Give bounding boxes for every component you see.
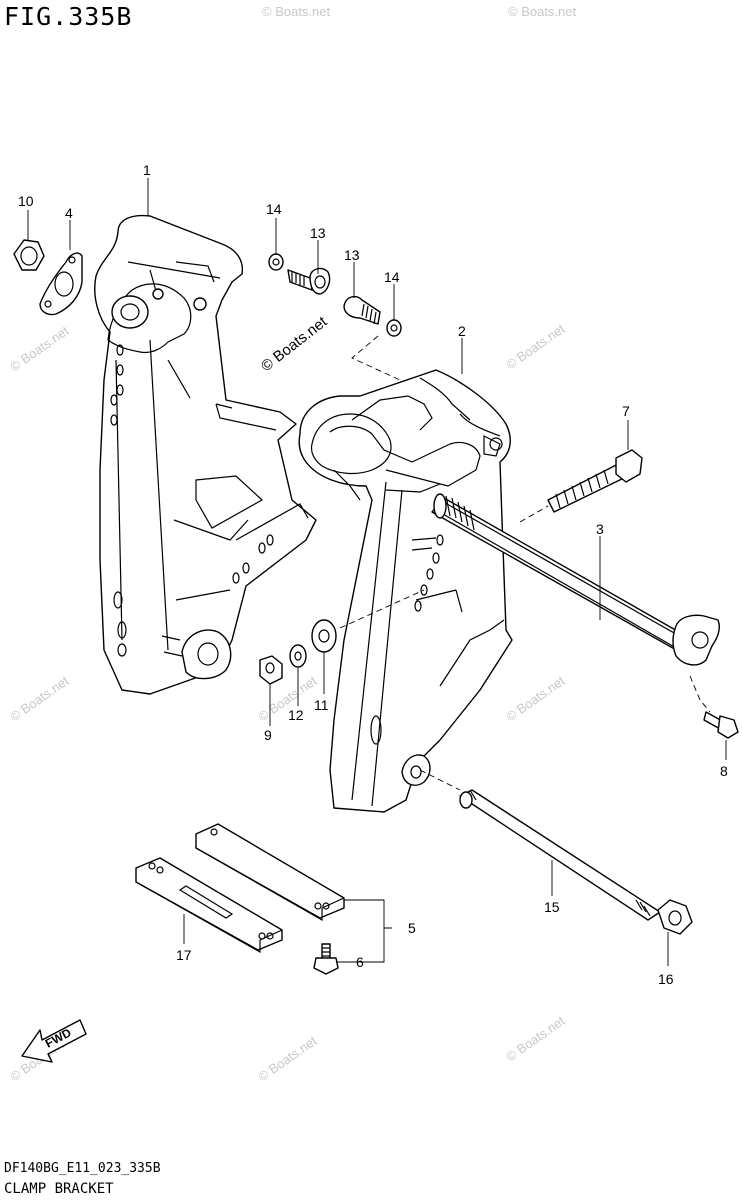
long-bolt	[547, 449, 643, 513]
callout-7: 7	[622, 403, 630, 419]
watermark-overlay: © Boats.net	[258, 313, 331, 375]
leader-lines	[27, 178, 727, 966]
callout-numbers: 1 2 3 4 5 6 7 8 9 10 11 12 13 13 14 14 1…	[18, 162, 728, 987]
callout-6: 6	[356, 954, 364, 970]
callout-2: 2	[458, 323, 466, 339]
small-bolt-8	[703, 711, 739, 739]
callout-10: 10	[18, 193, 34, 209]
watermark: © Boats.net	[262, 4, 331, 19]
tilt-rod	[459, 789, 693, 935]
clamp-bracket-right	[298, 369, 513, 813]
callout-12: 12	[288, 707, 304, 723]
small-hardware-left	[13, 239, 83, 316]
plates-and-bolt	[135, 823, 345, 975]
callout-17: 17	[176, 947, 192, 963]
callout-3: 3	[596, 521, 604, 537]
callout-8: 8	[720, 763, 728, 779]
callout-13-lower: 13	[344, 247, 360, 263]
watermark: © Boats.net	[503, 673, 568, 725]
watermark: © Boats.net	[508, 4, 577, 19]
nut-and-washers	[259, 619, 337, 685]
watermark: © Boats.net	[7, 673, 72, 725]
callout-9: 9	[264, 727, 272, 743]
watermark: © Boats.net	[503, 1013, 568, 1065]
callout-4: 4	[65, 205, 73, 221]
clamp-bracket-left	[94, 214, 317, 695]
figure-code: DF140BG_E11_023_335B	[4, 1161, 161, 1176]
watermark: © Boats.net	[503, 321, 568, 373]
callout-1: 1	[143, 162, 151, 178]
callout-13-upper: 13	[310, 225, 326, 241]
callout-5: 5	[408, 920, 416, 936]
tilt-tube	[431, 493, 721, 666]
callout-11: 11	[314, 697, 329, 713]
figure-name: CLAMP BRACKET	[4, 1181, 114, 1197]
figure-title: FIG.335B	[4, 2, 133, 31]
callout-14-lower: 14	[384, 269, 400, 285]
callout-15: 15	[544, 899, 560, 915]
watermark: © Boats.net	[255, 1033, 320, 1085]
watermark: © Boats.net	[7, 323, 72, 375]
callout-16: 16	[658, 971, 674, 987]
upper-bolts	[268, 253, 402, 337]
callout-14-upper: 14	[266, 201, 282, 217]
